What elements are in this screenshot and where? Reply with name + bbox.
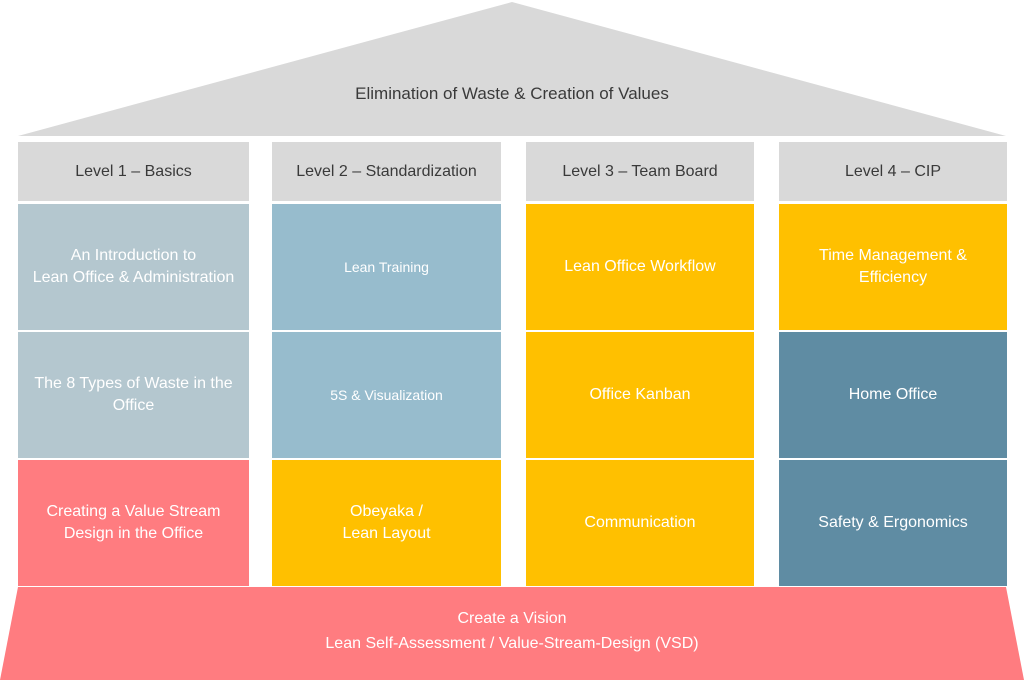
module-obeyaka-lean-layout: Obeyaka / Lean Layout (272, 460, 501, 586)
level-header-4: Level 4 – CIP (779, 142, 1007, 201)
module-lean-office-workflow: Lean Office Workflow (526, 204, 754, 330)
module-office-kanban: Office Kanban (526, 332, 754, 458)
level-header-1: Level 1 – Basics (18, 142, 249, 201)
level-header-2: Level 2 – Standardization (272, 142, 501, 201)
module-8-types-of-waste: The 8 Types of Waste in the Office (18, 332, 249, 458)
foundation-text: Create a Vision Lean Self-Assessment / V… (0, 606, 1024, 656)
module-home-office: Home Office (779, 332, 1007, 458)
foundation-line-1: Create a Vision (457, 610, 567, 627)
module-time-management: Time Management & Efficiency (779, 204, 1007, 330)
foundation-line-2: Lean Self-Assessment / Value-Stream-Desi… (325, 635, 699, 652)
module-value-stream-design: Creating a Value Stream Design in the Of… (18, 460, 249, 586)
level-header-3: Level 3 – Team Board (526, 142, 754, 201)
module-5s-visualization: 5S & Visualization (272, 332, 501, 458)
module-safety-ergonomics: Safety & Ergonomics (779, 460, 1007, 586)
roof-shape (18, 2, 1006, 136)
module-lean-training: Lean Training (272, 204, 501, 330)
foundation-shape (0, 587, 1024, 680)
roof-title: Elimination of Waste & Creation of Value… (355, 84, 669, 103)
module-communication: Communication (526, 460, 754, 586)
module-lean-office-intro: An Introduction to Lean Office & Adminis… (18, 204, 249, 330)
